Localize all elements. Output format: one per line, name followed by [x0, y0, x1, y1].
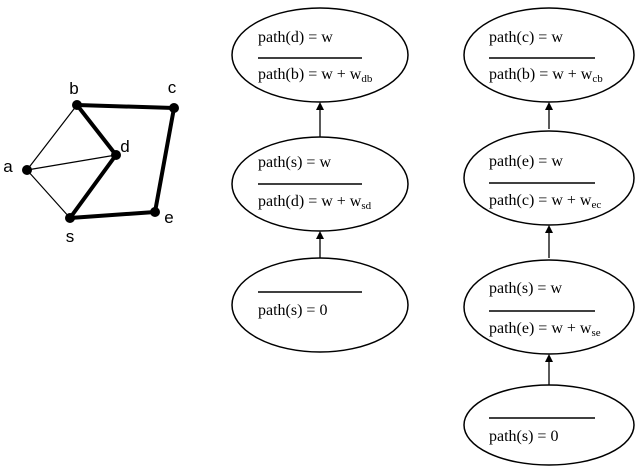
left-oval-2-top: path(s) = w	[258, 154, 331, 171]
right-path-chain: path(c) = w path(b) = w + wcb path(e) = …	[463, 7, 635, 466]
left-oval-2-bottom: path(d) = w + wsd	[258, 193, 372, 212]
node-a	[22, 165, 32, 175]
edge-d-s	[68, 153, 118, 220]
left-oval-3: path(s) = 0	[231, 257, 409, 353]
right-oval-2: path(e) = w path(c) = w + wec	[463, 130, 635, 226]
right-oval-3-bottom: path(e) = w + wse	[489, 320, 601, 339]
right-oval-4: path(s) = 0	[463, 384, 635, 466]
node-b	[72, 100, 82, 110]
edge-e-c	[153, 106, 176, 214]
node-label-b: b	[69, 79, 78, 98]
node-d	[111, 150, 121, 160]
node-label-s: s	[66, 227, 75, 246]
right-oval-2-bottom: path(c) = w + wec	[489, 192, 601, 211]
node-e	[150, 207, 160, 217]
node-label-d: d	[120, 137, 129, 156]
node-s	[65, 213, 75, 223]
right-oval-1-top: path(c) = w	[489, 29, 563, 46]
graph-nodes: a b c d s e	[3, 78, 179, 246]
edge-a-b	[26, 104, 78, 171]
graph-edges	[26, 103, 176, 220]
node-label-e: e	[164, 208, 173, 227]
right-oval-3: path(s) = w path(e) = w + wse	[463, 259, 635, 355]
left-oval-1: path(d) = w path(b) = w + wdb	[231, 7, 409, 103]
left-oval-2: path(s) = w path(d) = w + wsd	[231, 136, 409, 232]
left-oval-1-bottom: path(b) = w + wdb	[258, 66, 373, 85]
graph: a b c d s e	[3, 78, 179, 246]
left-oval-3-bottom: path(s) = 0	[258, 302, 327, 319]
right-oval-4-bottom: path(s) = 0	[489, 428, 558, 445]
node-c	[169, 103, 179, 113]
edge-b-d	[75, 103, 118, 157]
edge-s-e	[68, 210, 157, 220]
edge-b-c	[75, 103, 176, 110]
right-oval-2-top: path(e) = w	[489, 153, 563, 170]
right-oval-1: path(c) = w path(b) = w + wcb	[463, 7, 635, 103]
edge-a-d	[26, 154, 117, 171]
node-label-a: a	[3, 157, 13, 176]
right-oval-1-bottom: path(b) = w + wcb	[489, 66, 603, 85]
right-oval-3-top: path(s) = w	[489, 280, 562, 297]
edge-a-s	[26, 169, 71, 219]
node-label-c: c	[168, 78, 177, 97]
left-path-chain: path(d) = w path(b) = w + wdb path(s) = …	[231, 7, 409, 353]
left-oval-1-top: path(d) = w	[258, 29, 333, 46]
